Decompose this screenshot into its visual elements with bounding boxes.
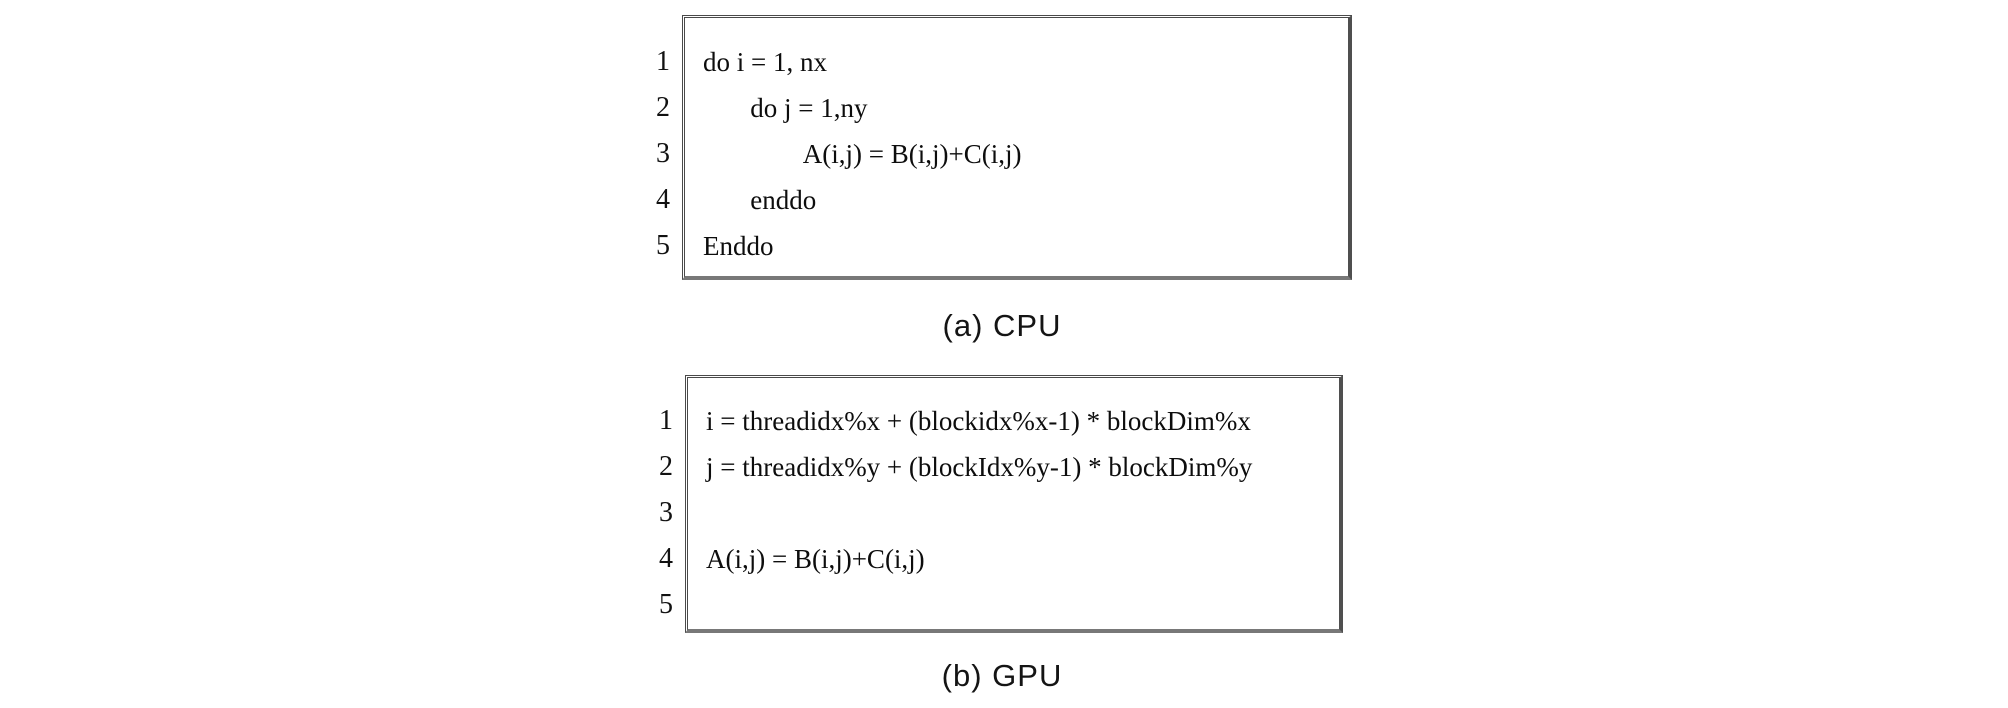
code-line: do j = 1,ny (703, 93, 868, 123)
line-number: 5 (656, 230, 670, 261)
panel-cpu: 1 2 3 4 5 do i = 1, nx do j = 1,ny A(i,j… (612, 15, 1352, 280)
line-number: 1 (656, 46, 670, 77)
cpu-code-frame: do i = 1, nx do j = 1,ny A(i,j) = B(i,j)… (682, 15, 1352, 280)
line-number: 3 (659, 497, 673, 528)
gpu-code-block: i = threadidx%x + (blockidx%x-1) * block… (688, 378, 1339, 628)
caption-gpu: (b) GPU (941, 658, 1063, 693)
gpu-code-frame: i = threadidx%x + (blockidx%x-1) * block… (685, 375, 1343, 633)
panel-gpu: 1 2 3 4 5 i = threadidx%x + (blockidx%x-… (615, 375, 1343, 633)
code-line: do i = 1, nx (703, 47, 827, 77)
line-number: 1 (659, 405, 673, 436)
code-line: j = threadidx%y + (blockIdx%y-1) * block… (706, 452, 1253, 482)
code-line: A(i,j) = B(i,j)+C(i,j) (703, 139, 1022, 169)
code-line: i = threadidx%x + (blockidx%x-1) * block… (706, 406, 1251, 436)
code-line (706, 490, 1339, 536)
line-number: 5 (659, 589, 673, 620)
code-line: A(i,j) = B(i,j)+C(i,j) (706, 544, 925, 574)
code-line: Enddo (703, 231, 774, 261)
cpu-line-number-gutter: 1 2 3 4 5 (612, 15, 670, 269)
code-line (706, 582, 1339, 628)
line-number: 4 (656, 184, 670, 215)
gpu-line-number-gutter: 1 2 3 4 5 (615, 375, 673, 628)
line-number: 3 (656, 138, 670, 169)
line-number: 4 (659, 543, 673, 574)
caption-cpu: (a) CPU (942, 308, 1062, 343)
code-line: enddo (703, 185, 817, 215)
cpu-code-block: do i = 1, nx do j = 1,ny A(i,j) = B(i,j)… (685, 18, 1348, 269)
line-number: 2 (659, 451, 673, 482)
line-number: 2 (656, 92, 670, 123)
